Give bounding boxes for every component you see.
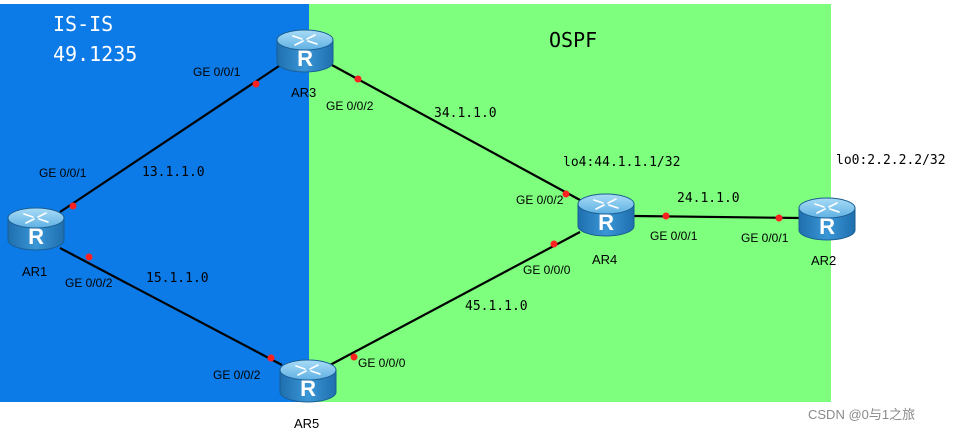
router-icon-glyph: R [300,376,316,401]
network-34: 34.1.1.0 [434,106,497,121]
iface-ar4-ge000: GE 0/0/0 [523,263,571,277]
router-ar5[interactable]: R [279,359,337,403]
ospf-zone-title: OSPF [549,28,597,52]
router-icon-glyph: R [297,46,313,71]
router-ar2[interactable]: R [798,197,856,241]
link-ar1-ar5 [59,247,283,366]
router-label-ar1: AR1 [22,264,47,279]
network-24: 24.1.1.0 [677,191,740,206]
port-dot-ar2-ge001 [775,214,783,222]
isis-area-id: 49.1235 [53,42,137,66]
router-ar4[interactable]: R [577,193,635,237]
iface-ar2-ge001: GE 0/0/1 [741,231,789,245]
port-dot-ar5-ge002 [267,354,275,362]
router-icon-glyph: R [598,210,614,235]
network-45: 45.1.1.0 [465,299,528,314]
port-dot-ar4-ge000 [550,240,558,248]
link-ar4-ar2 [631,214,801,220]
router-label-ar5: AR5 [294,416,319,431]
isis-zone-title: IS-IS [53,12,113,36]
router-ar1[interactable]: R [7,207,65,251]
iface-ar3-ge001: GE 0/0/1 [193,65,241,79]
router-label-ar4: AR4 [592,252,617,267]
link-ar5-ar4 [329,231,581,366]
iface-ar3-ge002: GE 0/0/2 [326,99,374,113]
port-dot-ar1-ge001 [69,202,77,210]
watermark: CSDN @0与1之旅 [808,407,915,422]
link-ar3-ar4 [329,63,581,201]
port-dot-ar4-ge002 [562,190,570,198]
iface-ar4-ge001: GE 0/0/1 [650,229,698,243]
iface-ar1-ge001: GE 0/0/1 [39,166,87,180]
port-dot-ar4-ge001 [662,212,670,220]
ospf-zone [309,4,831,402]
router-label-ar2: AR2 [811,253,836,268]
iface-ar1-ge002: GE 0/0/2 [65,276,113,290]
port-dot-ar3-ge001 [252,80,260,88]
iface-ar4-ge002: GE 0/0/2 [516,193,564,207]
isis-zone [0,4,309,402]
port-dot-ar3-ge002 [354,75,362,83]
iface-ar5-ge002: GE 0/0/2 [213,368,261,382]
port-dot-ar5-ge000 [350,353,358,361]
router-ar3[interactable]: R [276,29,334,73]
router-icon-glyph: R [28,224,44,249]
router-icon-glyph: R [819,214,835,239]
network-13: 13.1.1.0 [142,165,205,180]
port-dot-ar1-ge002 [85,253,93,261]
network-15: 15.1.1.0 [146,271,209,286]
router-label-ar3: AR3 [291,85,316,100]
iface-ar5-ge000: GE 0/0/0 [358,356,406,370]
loopback-ar2: lo0:2.2.2.2/32 [836,153,946,168]
loopback-ar4: lo4:44.1.1.1/32 [563,155,680,170]
link-ar1-ar3 [59,63,283,213]
